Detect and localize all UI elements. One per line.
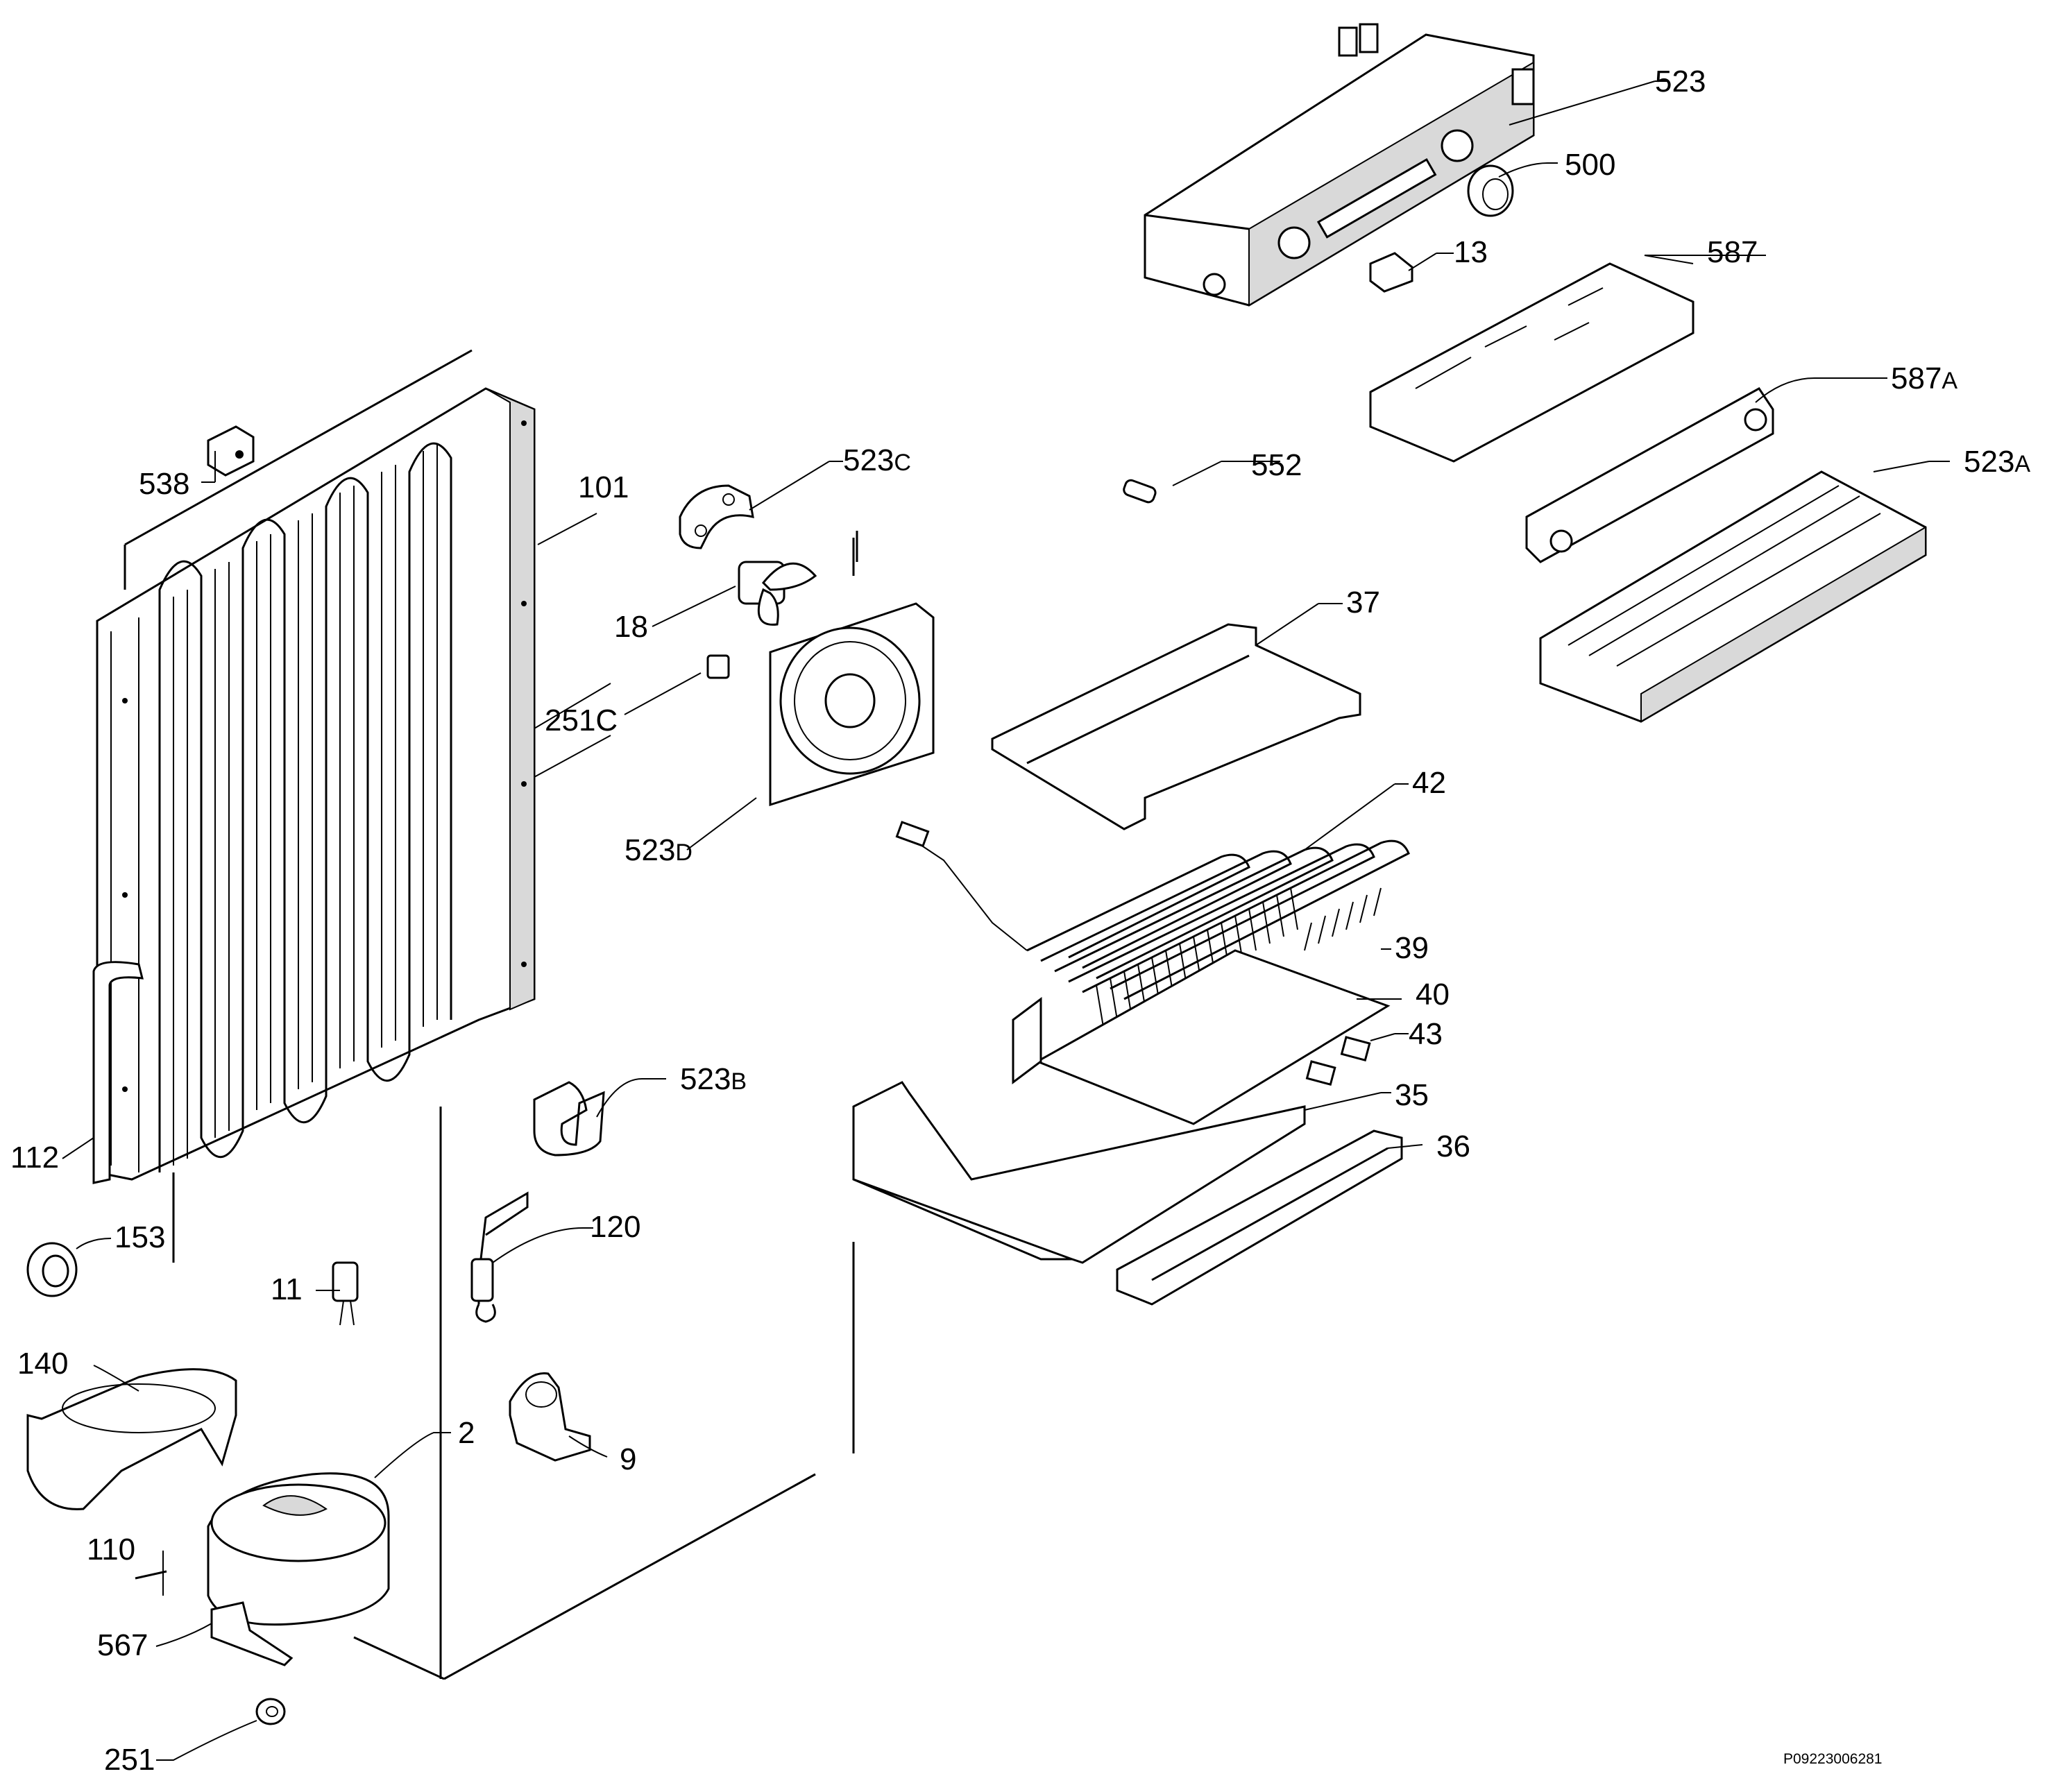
- fan-bracket-523c: [679, 484, 754, 549]
- relay-11: [332, 1261, 359, 1326]
- drier-tube: [92, 961, 144, 1184]
- label-587: 587: [1707, 235, 1758, 269]
- grommet-153: [26, 1242, 78, 1297]
- sensor-120: [470, 1191, 529, 1323]
- label-523c: 523C: [843, 443, 911, 477]
- label-35: 35: [1395, 1078, 1429, 1112]
- tray-35: [852, 997, 1306, 1264]
- heater-foil-40: [1035, 949, 1391, 1125]
- control-housing-523: [1144, 23, 1535, 307]
- nut-251: [255, 1698, 286, 1725]
- label-523: 523: [1655, 65, 1706, 99]
- label-39: 39: [1395, 931, 1429, 965]
- knob-500: [1467, 164, 1514, 217]
- label-251: 251: [104, 1743, 155, 1777]
- label-2: 2: [458, 1416, 475, 1450]
- thermal-fuses-43: [1305, 1036, 1371, 1086]
- clip-538: [207, 425, 255, 477]
- drip-tray-140: [26, 1368, 237, 1510]
- label-36: 36: [1436, 1129, 1470, 1163]
- condenser-tubes: [110, 442, 452, 1172]
- label-42: 42: [1412, 766, 1446, 800]
- bracket-587a: [1525, 387, 1774, 563]
- label-500: 500: [1565, 148, 1615, 182]
- label-523b: 523B: [680, 1062, 747, 1096]
- condenser: [96, 387, 536, 1263]
- label-251c: 251C: [545, 703, 618, 737]
- clip-523b: [533, 1081, 605, 1157]
- housing-523a: [1539, 470, 1927, 723]
- label-538: 538: [139, 467, 189, 501]
- drain-gutter-36: [1116, 1129, 1403, 1306]
- label-523a: 523A: [1964, 445, 2030, 479]
- relay-bracket-9: [509, 1372, 591, 1462]
- label-11: 11: [271, 1272, 303, 1306]
- label-40: 40: [1416, 978, 1450, 1012]
- fuse-552: [1123, 479, 1157, 504]
- fan-motor-18: [738, 531, 858, 626]
- label-587a: 587A: [1891, 361, 1957, 395]
- pcb-587: [1369, 262, 1694, 463]
- leader-lines: [62, 80, 1950, 1761]
- label-552: 552: [1251, 448, 1302, 482]
- label-153: 153: [114, 1220, 165, 1254]
- pin-110: [135, 1570, 167, 1580]
- label-112: 112: [10, 1141, 59, 1175]
- label-9: 9: [620, 1442, 636, 1476]
- cover-37: [991, 623, 1361, 830]
- label-101: 101: [578, 470, 629, 504]
- evaporator-coil-42: [895, 821, 1410, 1000]
- switch-13: [1369, 252, 1413, 293]
- reference-code: P09223006281: [1783, 1751, 1882, 1767]
- label-567: 567: [97, 1628, 148, 1662]
- label-140: 140: [17, 1347, 68, 1381]
- fan-cover-523d: [769, 602, 935, 807]
- label-110: 110: [87, 1533, 135, 1567]
- compressor-2: [207, 1472, 390, 1666]
- label-13: 13: [1454, 235, 1488, 269]
- label-37: 37: [1346, 586, 1380, 620]
- label-18: 18: [614, 610, 648, 644]
- label-523d: 523D: [625, 833, 693, 867]
- fins-39: [1096, 887, 1382, 1027]
- label-43: 43: [1409, 1017, 1443, 1051]
- bushing-251c: [706, 654, 730, 679]
- label-120: 120: [590, 1210, 640, 1244]
- part-labels: 523 500 13 587 587A 552 523A 538 523C 10…: [10, 65, 2030, 1777]
